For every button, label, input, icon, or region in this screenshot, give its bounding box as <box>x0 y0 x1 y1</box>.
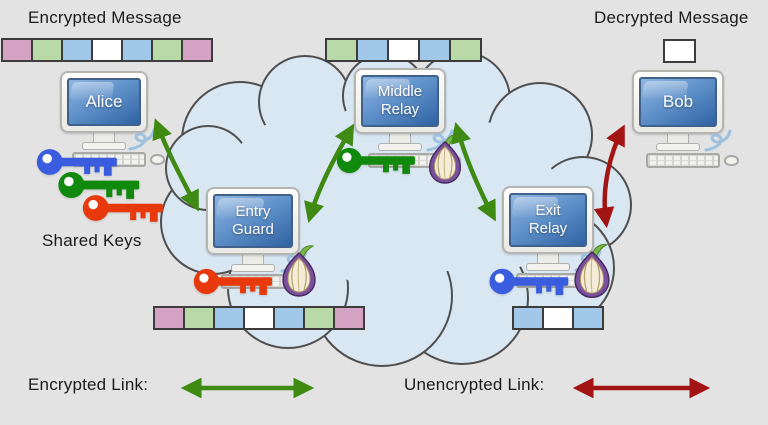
message-cell-blue <box>273 306 305 330</box>
mouse-icon <box>149 154 165 165</box>
message-cell-blue <box>418 38 451 62</box>
exit-relay-label-line2: Relay <box>528 220 568 237</box>
bob-workstation: Bob <box>632 70 739 168</box>
mouse-icon <box>723 155 739 166</box>
alice-monitor: Alice <box>60 71 148 133</box>
entry-guard-key-icon <box>193 268 272 295</box>
message-row-near-alice <box>1 38 213 62</box>
monitor-base <box>82 142 126 150</box>
monitor-base <box>656 143 700 151</box>
message-cell-blue <box>512 306 544 330</box>
message-cell-blue <box>121 38 153 62</box>
mouse-cable-icon <box>704 129 732 152</box>
middle-relay-label-line1: Middle <box>377 83 423 101</box>
message-cell-green <box>303 306 335 330</box>
shared-keys-label: Shared Keys <box>42 231 142 250</box>
message-cell-green <box>449 38 482 62</box>
middle-relay-screen: Middle Relay <box>361 75 439 127</box>
message-cell-blue <box>572 306 604 330</box>
bob-monitor: Bob <box>632 70 724 134</box>
exit-relay-screen: Exit Relay <box>509 193 587 247</box>
entry-guard-label-line2: Guard <box>232 221 274 238</box>
alice-label: Alice <box>85 92 123 111</box>
keyboard-icon <box>645 153 720 168</box>
message-cell-white <box>387 38 420 62</box>
message-cell-pink <box>181 38 213 62</box>
message-row-near-exit-relay <box>512 306 604 330</box>
middle-relay-tor-onion-icon <box>428 134 462 184</box>
mouse-cable-icon <box>128 128 156 151</box>
exit-relay-label-line1: Exit <box>535 202 561 220</box>
message-cell-pink <box>333 306 365 330</box>
unencrypted-link-exit-bob-arrow <box>593 124 625 229</box>
message-cell-white <box>243 306 275 330</box>
message-cell-pink <box>153 306 185 330</box>
message-cell-green <box>325 38 358 62</box>
entry-guard-tor-onion-icon <box>282 245 316 297</box>
message-row-near-middle-relay <box>325 38 482 62</box>
exit-relay-key-icon <box>489 268 569 296</box>
message-cell-green <box>151 38 183 62</box>
message-cell-green <box>183 306 215 330</box>
bob-screen: Bob <box>639 77 717 127</box>
encrypted-link-legend-label: Encrypted Link: <box>28 375 149 394</box>
middle-relay-label-line2: Relay <box>380 101 420 118</box>
message-cell-white <box>91 38 123 62</box>
message-cell-white <box>542 306 574 330</box>
encrypted-message-title: Encrypted Message <box>28 8 182 27</box>
message-cell-green <box>31 38 63 62</box>
message-cell-blue <box>61 38 93 62</box>
message-cell-blue <box>356 38 389 62</box>
message-cell-pink <box>1 38 33 62</box>
entry-guard-screen: Entry Guard <box>213 194 293 248</box>
bob-label: Bob <box>662 92 694 111</box>
middle-relay-monitor: Middle Relay <box>354 68 446 134</box>
unencrypted-link-legend-label: Unencrypted Link: <box>404 375 545 394</box>
message-row-near-entry-guard <box>153 306 365 330</box>
alice-key-orange-icon <box>82 195 163 222</box>
entry-guard-label-line1: Entry <box>235 203 271 221</box>
exit-relay-tor-onion-icon <box>574 243 610 299</box>
message-cell-white <box>663 39 696 63</box>
alice-screen: Alice <box>67 78 141 126</box>
message-cell-blue <box>213 306 245 330</box>
decrypted-message-title: Decrypted Message <box>594 8 749 27</box>
middle-relay-key-icon <box>336 147 415 174</box>
message-row-near-bob <box>663 39 696 63</box>
